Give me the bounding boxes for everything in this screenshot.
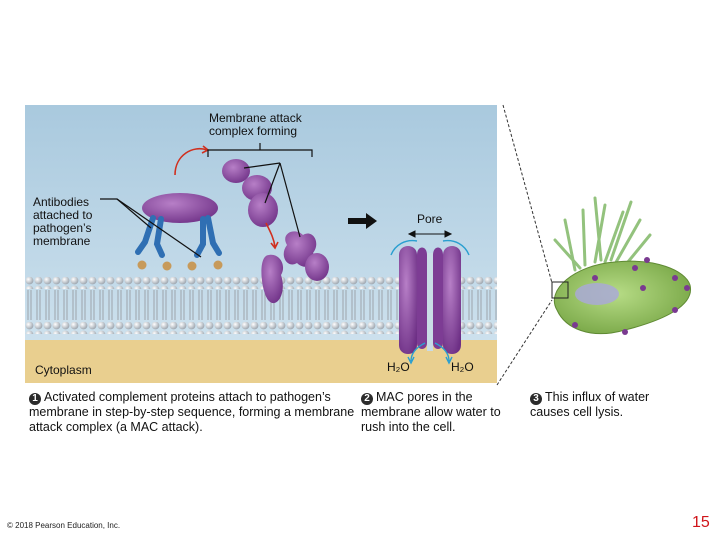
- bacterium-cell: [535, 190, 705, 355]
- h2o-right-label: H₂O: [451, 361, 474, 374]
- mac-forming-label: Membrane attack complex forming: [209, 112, 319, 138]
- h2o-left-label: H₂O: [387, 361, 410, 374]
- step3-text: This influx of water causes cell lysis.: [530, 390, 649, 419]
- step2-number-badge: 2: [361, 393, 373, 405]
- copyright-notice: © 2018 Pearson Education, Inc.: [7, 521, 120, 530]
- step2-text: MAC pores in the membrane allow water to…: [361, 390, 501, 434]
- step1-number-badge: 1: [29, 393, 41, 405]
- step3-number-badge: 3: [530, 393, 542, 405]
- step1-text: Activated complement proteins attach to …: [29, 390, 354, 434]
- nucleoid: [575, 283, 619, 305]
- cytoplasm-burst: [555, 198, 650, 270]
- mac-pore: [399, 246, 461, 354]
- cytoplasm-region: [25, 340, 497, 383]
- antibodies-label: Antibodies attached to pathogen’s membra…: [33, 196, 117, 248]
- cytoplasm-label: Cytoplasm: [35, 364, 92, 377]
- pore-label: Pore: [417, 213, 442, 226]
- page-number: 15: [692, 514, 710, 532]
- membrane-panel: Membrane attack complex forming Antibodi…: [25, 105, 497, 383]
